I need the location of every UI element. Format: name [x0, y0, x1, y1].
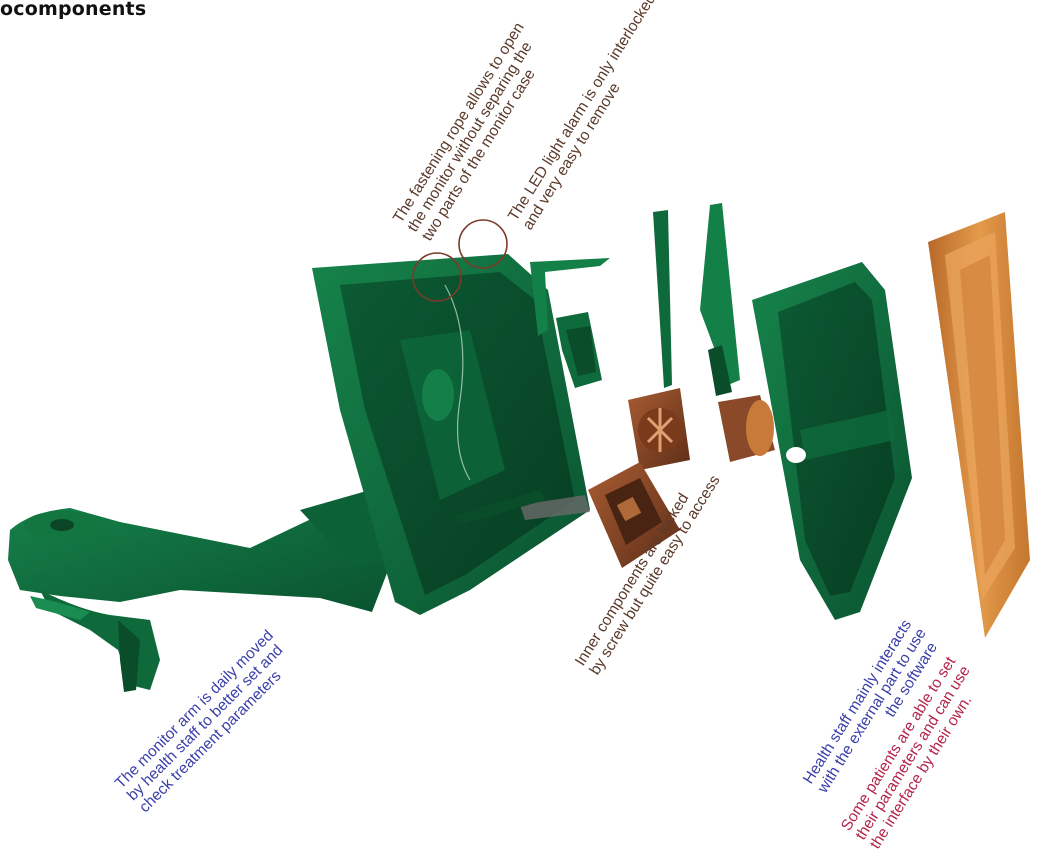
speaker-component — [718, 395, 775, 462]
front-monitor-case — [752, 262, 912, 620]
hinge-part — [700, 203, 740, 396]
side-strip-part — [653, 210, 672, 388]
monitor-arm — [8, 490, 395, 692]
external-front-bezel — [928, 212, 1030, 638]
fan-component — [628, 388, 690, 470]
